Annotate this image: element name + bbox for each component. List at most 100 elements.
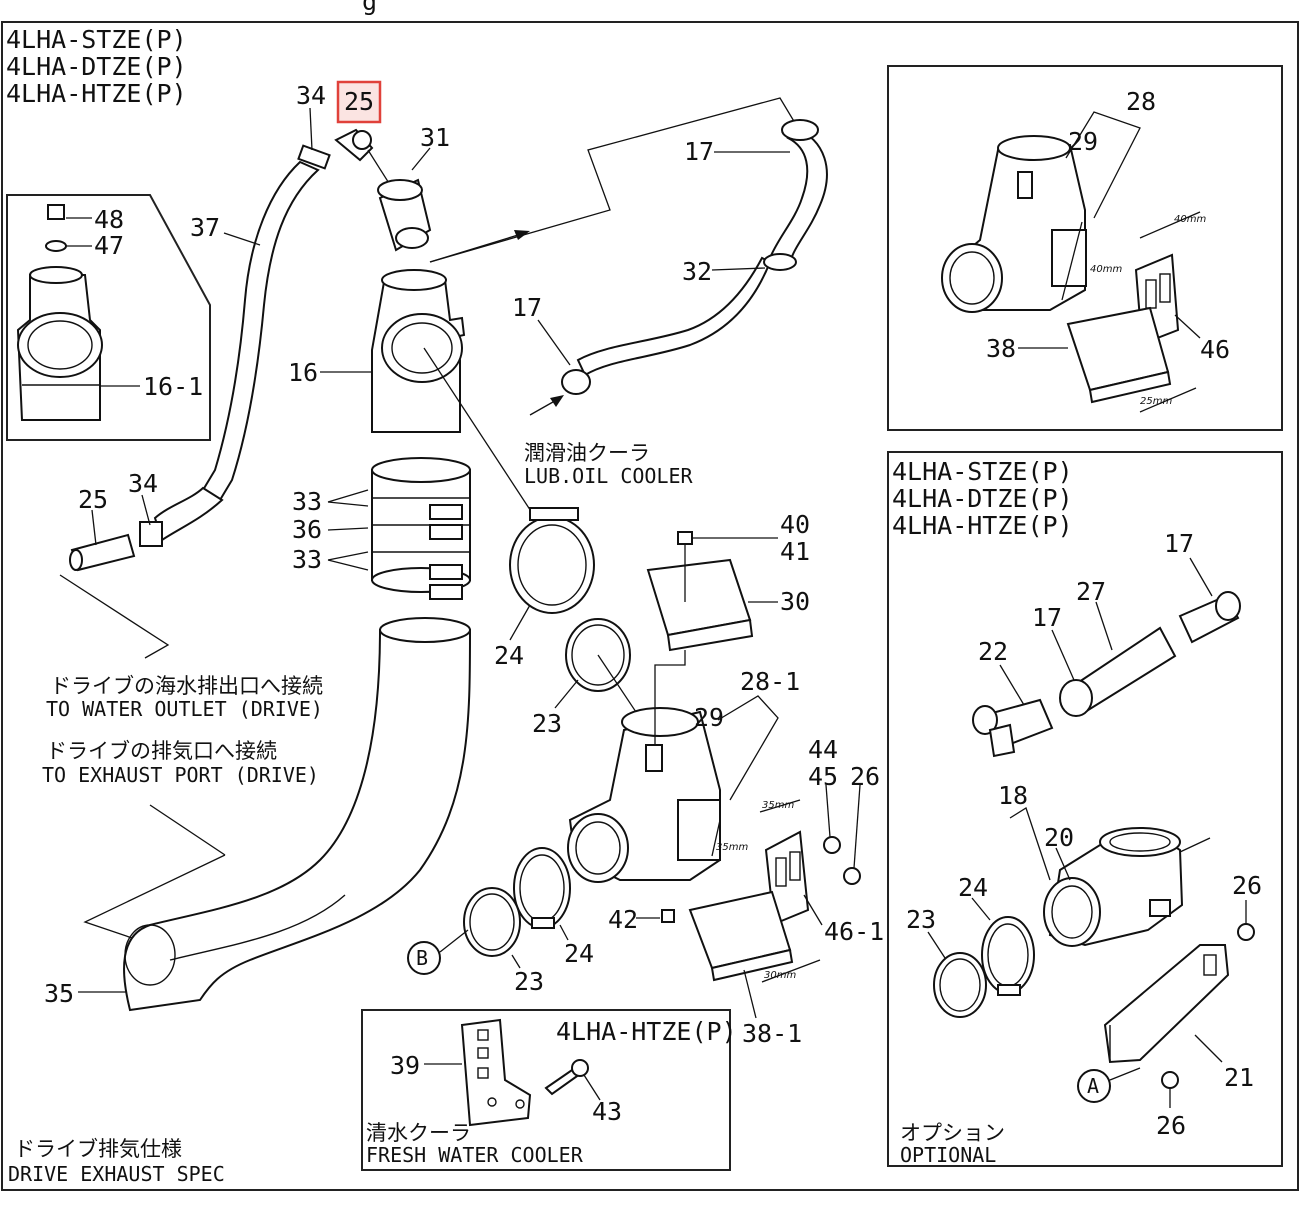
part-17-clamp-lower[interactable]: [561, 369, 591, 395]
callout-32: 32: [682, 257, 712, 286]
dim-40mm-b: 40mm: [1090, 264, 1122, 275]
part-29-elbow-right[interactable]: [941, 135, 1087, 313]
callout-38-1: 38-1: [742, 1019, 802, 1048]
part-25-elbow-top[interactable]: [334, 128, 374, 162]
note-exhaust-en: TO EXHAUST PORT (DRIVE): [42, 763, 319, 787]
part-38-base-plate-right[interactable]: [1066, 306, 1172, 404]
part-39-bracket[interactable]: [460, 1018, 532, 1127]
inset-right-top-frame: [887, 65, 1283, 431]
note-lub-en: LUB.OIL COOLER: [524, 464, 694, 488]
callout-25-highlight: 25: [344, 87, 374, 116]
callout-21: 21: [1224, 1063, 1254, 1092]
fresh-model-label: 4LHA-HTZE(P): [556, 1017, 737, 1046]
part-33-clamp-4[interactable]: [429, 584, 463, 600]
callout-30: 30: [780, 587, 810, 616]
inset-fresh-water-frame: [361, 1009, 731, 1171]
callout-24-right: 24: [958, 873, 988, 902]
callout-37: 37: [190, 213, 220, 242]
part-22-elbow-right[interactable]: [972, 698, 1054, 758]
part-17-clamp-right-a[interactable]: [1059, 679, 1093, 717]
part-26-bolt-center[interactable]: [843, 867, 861, 885]
callout-46: 46: [1200, 335, 1230, 364]
main-frame: [1, 21, 1299, 1191]
part-17-clamp-right-b[interactable]: [1178, 591, 1241, 644]
inset-model-dtze: 4LHA-DTZE(P): [892, 484, 1073, 513]
callout-33-lower: 33: [292, 545, 322, 574]
marker-a-label: A: [1087, 1074, 1099, 1098]
callout-38: 38: [986, 334, 1016, 363]
part-33-clamp-1[interactable]: [429, 504, 463, 520]
callout-17-lower: 17: [512, 293, 542, 322]
note-optional-en: OPTIONAL: [900, 1143, 996, 1167]
part-37-hose[interactable]: [201, 160, 320, 502]
note-drive-jp: ドライブ排気仕様: [14, 1137, 182, 1161]
note-lub-jp: 潤滑油クーラ: [524, 441, 650, 465]
dim-40mm-a: 40mm: [1174, 214, 1206, 225]
callout-45: 45: [808, 762, 838, 791]
inset-right-bottom-frame: [887, 451, 1283, 1167]
callout-29-right: 29: [1068, 127, 1098, 156]
part-38-1-base-plate[interactable]: [688, 890, 794, 982]
callout-43: 43: [592, 1097, 622, 1126]
part-43-bolt[interactable]: [544, 1059, 589, 1096]
part-32-hose[interactable]: [576, 256, 772, 377]
marker-b-label: B: [416, 946, 428, 970]
part-16-1-mixing-elbow[interactable]: [16, 266, 103, 421]
part-33-clamp-3[interactable]: [429, 564, 463, 580]
part-34-clamp-bottom[interactable]: [139, 521, 163, 547]
callout-42: 42: [608, 905, 638, 934]
part-34-clamp-top[interactable]: [297, 144, 331, 170]
callout-23-lower: 23: [514, 967, 544, 996]
callout-17-right-a: 17: [1032, 603, 1062, 632]
callout-41: 41: [780, 537, 810, 566]
highlight-box-25: [336, 80, 382, 124]
part-31-tee[interactable]: [377, 178, 432, 252]
note-fresh-en: FRESH WATER COOLER: [366, 1143, 584, 1167]
part-24-v-clamp-lower[interactable]: [513, 847, 571, 929]
callout-46-1: 46-1: [824, 917, 884, 946]
part-23-gasket-lower[interactable]: [463, 887, 521, 957]
part-42-bolt[interactable]: [661, 909, 675, 923]
callout-31: 31: [420, 123, 450, 152]
marker-b: [407, 941, 441, 975]
part-16-mixing-elbow[interactable]: [371, 269, 466, 433]
part-40-bolt[interactable]: [677, 531, 693, 545]
part-26-bolt-right-upper[interactable]: [1237, 923, 1255, 941]
model-dtze: 4LHA-DTZE(P): [6, 52, 187, 81]
part-20-elbow-right[interactable]: [1043, 827, 1184, 947]
part-44-bolt[interactable]: [823, 836, 841, 854]
callout-40: 40: [780, 510, 810, 539]
callout-28-1: 28-1: [740, 667, 800, 696]
part-33-clamp-2[interactable]: [429, 524, 463, 540]
note-water-en: TO WATER OUTLET (DRIVE): [46, 697, 323, 721]
note-water-jp: ドライブの海水排出口へ接続: [50, 674, 323, 698]
callout-27: 27: [1076, 577, 1106, 606]
part-48-cap[interactable]: [47, 204, 65, 220]
part-47-oring[interactable]: [45, 240, 67, 252]
part-37-hose-end[interactable]: [153, 486, 224, 542]
part-26-bolt-right-lower[interactable]: [1161, 1071, 1179, 1089]
part-24-v-clamp[interactable]: [509, 507, 595, 614]
part-23-gasket-right[interactable]: [933, 952, 987, 1018]
callout-22: 22: [978, 637, 1008, 666]
inset-16-1-frame: [6, 194, 211, 441]
part-17-clamp-upper[interactable]: [781, 119, 819, 141]
part-24-v-clamp-right[interactable]: [981, 916, 1035, 996]
marker-a: [1077, 1069, 1111, 1103]
part-29-elbow-center[interactable]: [567, 707, 721, 883]
dim-35mm-a: 35mm: [762, 800, 794, 811]
part-17-hose-upper[interactable]: [768, 126, 828, 264]
dim-25mm: 25mm: [1140, 396, 1172, 407]
callout-17-right-b: 17: [1164, 529, 1194, 558]
callout-29-center: 29: [694, 703, 724, 732]
part-30-cover-plate[interactable]: [646, 558, 754, 652]
callout-33-upper: 33: [292, 487, 322, 516]
callout-20: 20: [1044, 823, 1074, 852]
part-21-bracket-right[interactable]: [1103, 944, 1230, 1064]
callout-48: 48: [94, 205, 124, 234]
model-stze: 4LHA-STZE(P): [6, 25, 187, 54]
part-35-exhaust-pipe[interactable]: [123, 617, 472, 1012]
callout-23-upper: 23: [532, 709, 562, 738]
dim-35mm-b: 35mm: [716, 842, 748, 853]
